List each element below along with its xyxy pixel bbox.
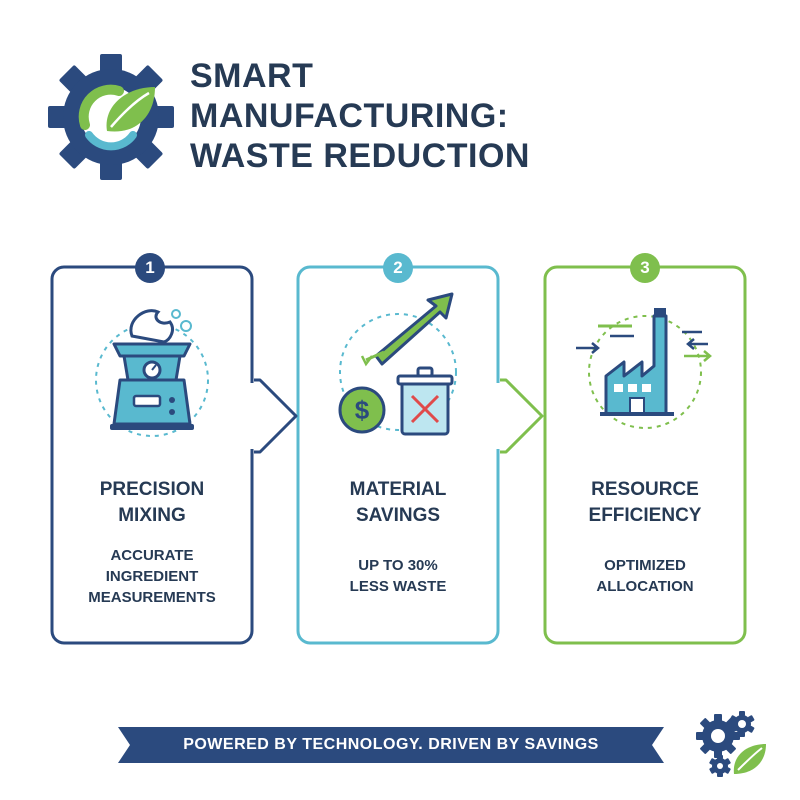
- gears-leaf-icon: [696, 711, 766, 777]
- step-title-line: MATERIAL: [349, 479, 447, 500]
- connector-arrow-1: [254, 378, 298, 454]
- precision-mixer-icon: [95, 309, 209, 437]
- step-description: OPTIMIZED ALLOCATION: [545, 555, 745, 597]
- step-card-3-text: RESOURCE EFFICIENCY OPTIMIZED ALLOCATION: [545, 477, 745, 597]
- page-title: SMART MANUFACTURING: WASTE REDUCTION: [190, 56, 530, 176]
- step-desc-line: UP TO 30%: [358, 557, 438, 574]
- step-desc-line: MEASUREMENTS: [88, 589, 216, 606]
- title-line: WASTE REDUCTION: [190, 137, 530, 175]
- title-line: MANUFACTURING:: [190, 97, 509, 135]
- step-number-badge-2: 2: [383, 253, 413, 283]
- step-desc-line: OPTIMIZED: [604, 557, 686, 574]
- step-title-line: PRECISION: [99, 479, 205, 500]
- svg-text:$: $: [355, 395, 370, 425]
- step-desc-line: ALLOCATION: [596, 578, 694, 595]
- title-line: SMART: [190, 57, 314, 95]
- connector-arrow-2: [500, 378, 544, 454]
- step-desc-line: ACCURATE: [110, 547, 194, 564]
- step-card-1-text: PRECISION MIXING ACCURATE INGREDIENT MEA…: [52, 477, 252, 608]
- step-title-line: SAVINGS: [355, 505, 441, 526]
- step-desc-line: INGREDIENT: [105, 568, 199, 585]
- step-desc-line: LESS WASTE: [349, 578, 447, 595]
- factory-icon: [576, 308, 712, 429]
- footer-tagline: POWERED BY TECHNOLOGY. DRIVEN BY SAVINGS: [183, 736, 599, 753]
- step-description: ACCURATE INGREDIENT MEASUREMENTS: [52, 545, 252, 608]
- step-title: MATERIAL SAVINGS: [298, 477, 498, 529]
- step-title-line: RESOURCE: [591, 479, 699, 500]
- step-title-line: EFFICIENCY: [588, 505, 702, 526]
- step-number-badge-1: 1: [135, 253, 165, 283]
- step-number-badge-3: 3: [630, 253, 660, 283]
- step-title: PRECISION MIXING: [52, 477, 252, 529]
- step-description: UP TO 30% LESS WASTE: [298, 555, 498, 597]
- step-title-line: MIXING: [118, 505, 186, 526]
- step-title: RESOURCE EFFICIENCY: [545, 477, 745, 529]
- savings-waste-bin-icon: $: [338, 292, 457, 436]
- step-card-2-text: MATERIAL SAVINGS UP TO 30% LESS WASTE: [298, 477, 498, 597]
- gear-leaf-logo-icon: [48, 54, 174, 180]
